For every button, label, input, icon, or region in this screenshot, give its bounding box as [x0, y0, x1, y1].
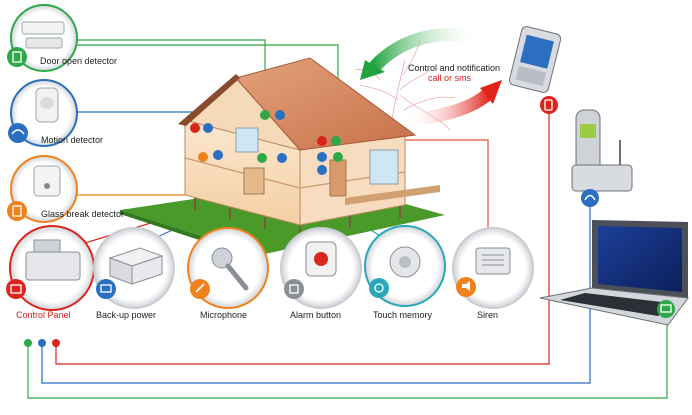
green-arrow-icon	[366, 28, 483, 75]
mobile-phone	[508, 26, 562, 93]
alarm-button-icon	[284, 279, 304, 299]
back-up-power	[93, 227, 175, 309]
glass-break-icon	[7, 201, 27, 221]
touch-memory-label: Touch memory	[373, 310, 433, 320]
door-icon	[7, 47, 27, 67]
siren	[452, 227, 534, 309]
glass-break-detector	[7, 155, 78, 223]
notification-subtitle: call or sms	[428, 73, 472, 83]
control-panel	[6, 225, 95, 311]
laptop-icon	[657, 300, 675, 318]
glass-break-detector-label: Glass break detector	[41, 209, 125, 219]
landline-phone-icon	[581, 189, 599, 207]
green-arrowhead-icon	[360, 60, 385, 80]
back-up-power-label: Back-up power	[96, 310, 157, 320]
laptop	[539, 220, 689, 326]
touch-memory-icon	[369, 278, 389, 298]
siren-label: Siren	[477, 310, 499, 320]
microphone-label: Microphone	[200, 310, 248, 320]
red-arrowhead-icon	[480, 80, 502, 104]
tree-sketch	[354, 39, 456, 131]
motion-sensor-icon	[8, 123, 28, 143]
motion-detector	[8, 79, 78, 147]
door-open-detector	[7, 4, 78, 72]
notification-title: Control and notification	[408, 63, 501, 73]
control-panel-icon	[6, 279, 26, 299]
bus-dot-green	[24, 339, 32, 347]
mobile-phone-icon	[540, 96, 558, 114]
touch-memory	[364, 225, 446, 307]
landline-phone	[571, 109, 633, 192]
red-arrow-icon	[404, 87, 495, 127]
motion-detector-label: Motion detector	[41, 135, 104, 145]
alarm-button	[280, 227, 362, 309]
bus-dot-red	[52, 339, 60, 347]
bus-dot-blue	[38, 339, 46, 347]
house	[120, 57, 445, 260]
door-open-detector-label: Door open detector	[40, 56, 118, 66]
microphone	[187, 227, 269, 309]
alarm-button-label: Alarm button	[290, 310, 342, 320]
control-panel-label: Control Panel	[16, 310, 71, 320]
battery-icon	[96, 279, 116, 299]
